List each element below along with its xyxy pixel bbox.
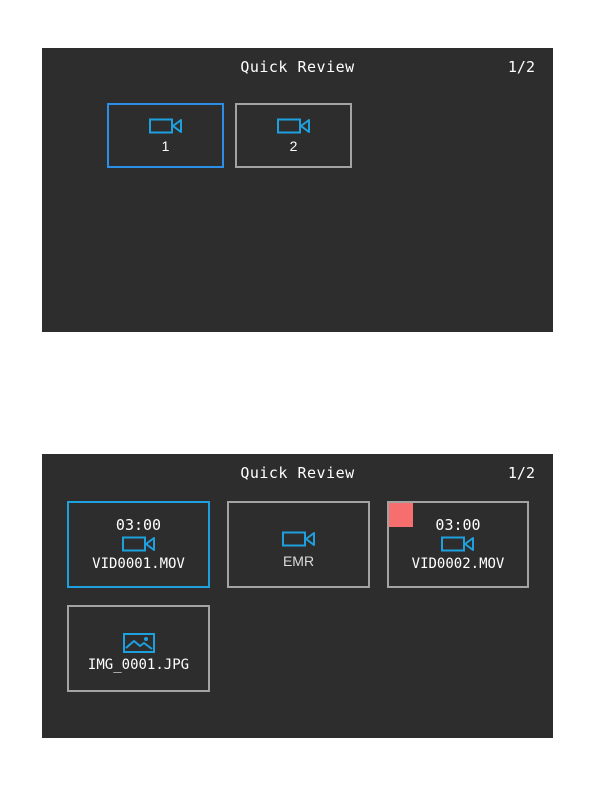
- screen-title: Quick Review: [42, 464, 553, 482]
- video-camera-icon: [149, 118, 183, 134]
- folder-tile-1[interactable]: 1: [107, 103, 224, 168]
- video-camera-icon: [122, 536, 156, 552]
- locked-file-marker: [389, 503, 413, 527]
- quick-review-screen-folders: Quick Review 1/2 1 2: [42, 48, 553, 332]
- page-indicator: 1/2: [508, 464, 535, 482]
- screen-title: Quick Review: [42, 58, 553, 76]
- page-indicator: 1/2: [508, 58, 535, 76]
- video-camera-icon: [277, 118, 311, 134]
- file-name: VID0002.MOV: [412, 556, 505, 572]
- folder-tile-2[interactable]: 2: [235, 103, 352, 168]
- video-camera-icon: [282, 531, 316, 547]
- video-duration: 03:00: [435, 517, 480, 533]
- quick-review-screen-files: Quick Review 1/2 03:00 VID0001.MOV EMR 0…: [42, 454, 553, 738]
- video-duration: 03:00: [116, 517, 161, 533]
- file-tile-vid0001[interactable]: 03:00 VID0001.MOV: [67, 501, 210, 588]
- folder-label: 1: [162, 138, 170, 154]
- file-name: VID0001.MOV: [92, 556, 185, 572]
- image-icon: [123, 633, 155, 653]
- folder-label: 2: [290, 138, 298, 154]
- video-camera-icon: [441, 536, 475, 552]
- folder-name: EMR: [283, 553, 314, 569]
- file-tile-vid0002[interactable]: 03:00 VID0002.MOV: [387, 501, 529, 588]
- file-name: IMG_0001.JPG: [88, 657, 189, 673]
- folder-tile-emr[interactable]: EMR: [227, 501, 370, 588]
- file-tile-img0001[interactable]: IMG_0001.JPG: [67, 605, 210, 692]
